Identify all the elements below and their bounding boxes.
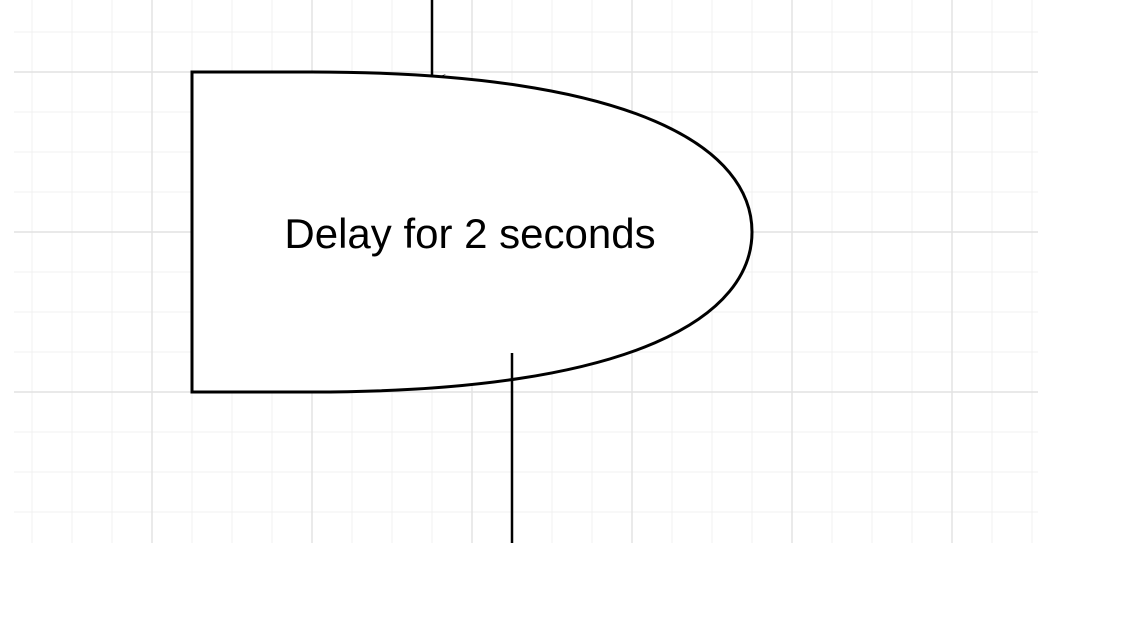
- delay-label: Delay for 2 seconds: [284, 210, 655, 257]
- delay-shape[interactable]: [190, 70, 754, 394]
